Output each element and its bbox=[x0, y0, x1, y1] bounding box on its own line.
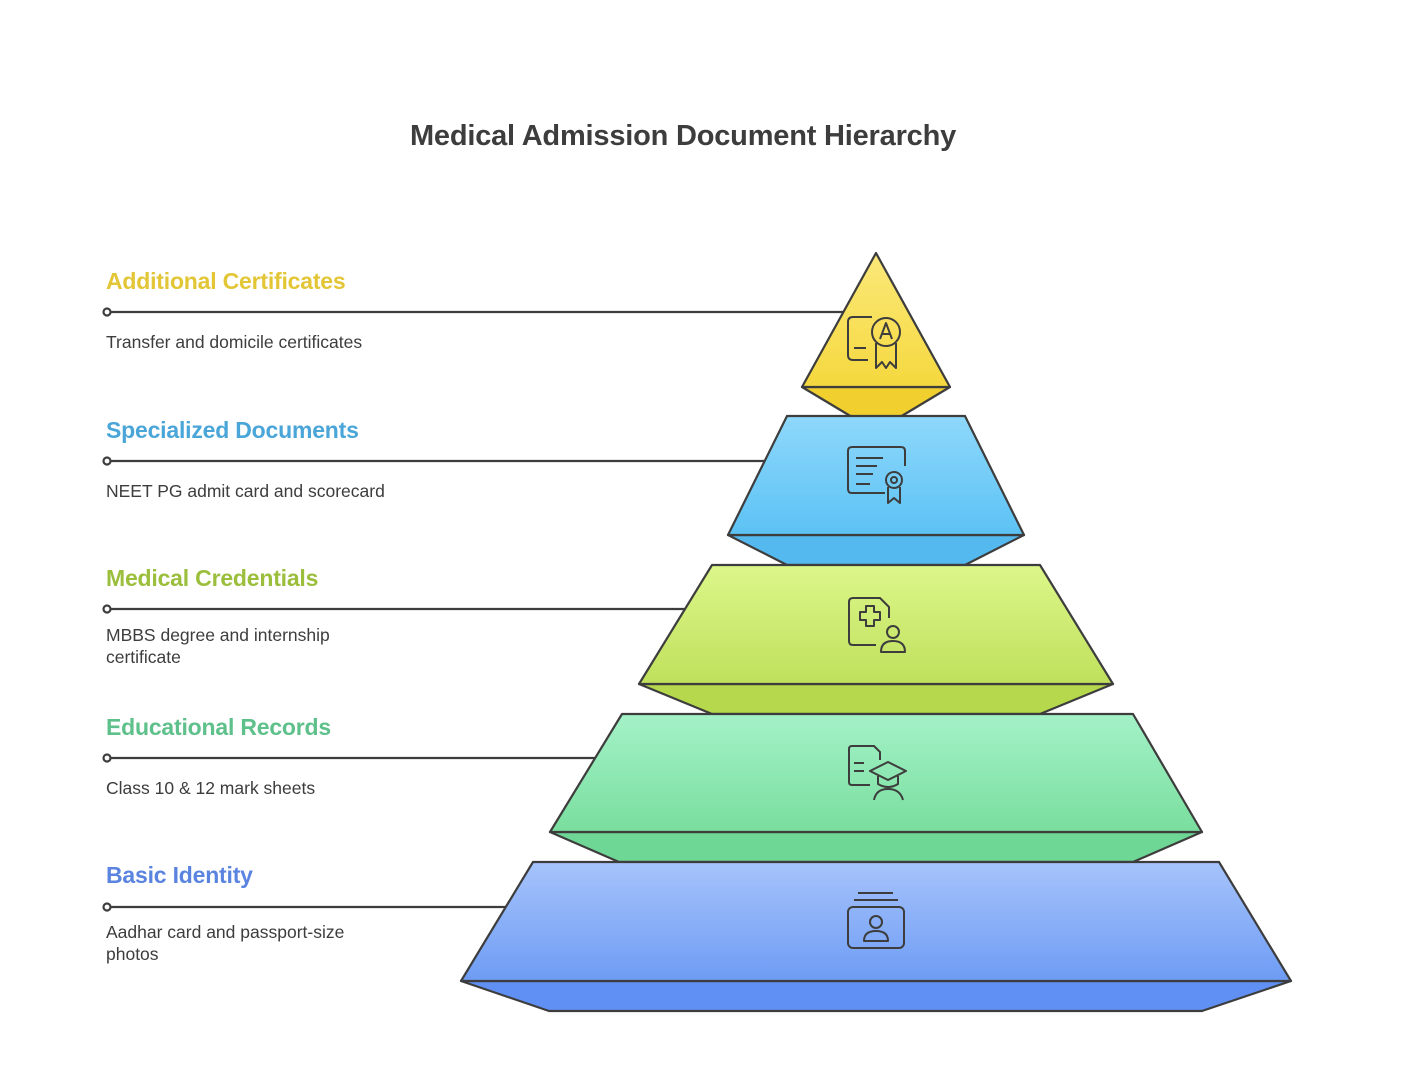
connector-line-1 bbox=[102, 456, 767, 466]
level-label-1: Specialized Documents bbox=[106, 417, 359, 443]
diploma-certificate-icon bbox=[847, 446, 906, 504]
level-label-4: Basic Identity bbox=[106, 862, 253, 888]
connector-line-3 bbox=[102, 753, 596, 763]
pyramid-level-1 bbox=[726, 414, 1026, 567]
connector-line-0 bbox=[102, 307, 843, 317]
medical-file-user-icon bbox=[848, 597, 906, 653]
diagram-title: Medical Admission Document Hierarchy bbox=[409, 120, 957, 152]
level-description-1: NEET PG admit card and scorecard bbox=[106, 481, 385, 501]
level-label-2: Medical Credentials bbox=[106, 565, 319, 591]
id-card-icon bbox=[847, 892, 905, 949]
level-description-3: Class 10 & 12 mark sheets bbox=[106, 778, 316, 798]
pyramid-level-2 bbox=[637, 563, 1115, 716]
graduate-document-icon bbox=[848, 745, 907, 801]
level-description-0: Transfer and domicile certificates bbox=[106, 332, 363, 352]
level-label-0: Additional Certificates bbox=[106, 268, 346, 294]
level-description-4: Aadhar card and passport-size photos bbox=[106, 922, 345, 964]
pyramid-level-0 bbox=[800, 251, 952, 419]
level-description-2: MBBS degree and internship certificate bbox=[106, 625, 330, 667]
connector-line-2 bbox=[102, 604, 686, 614]
connector-line-4 bbox=[102, 902, 508, 912]
pyramid-level-4 bbox=[459, 860, 1293, 1013]
pyramid-level-3 bbox=[548, 712, 1204, 864]
level-label-3: Educational Records bbox=[106, 714, 331, 740]
certificate-award-icon bbox=[847, 316, 901, 369]
